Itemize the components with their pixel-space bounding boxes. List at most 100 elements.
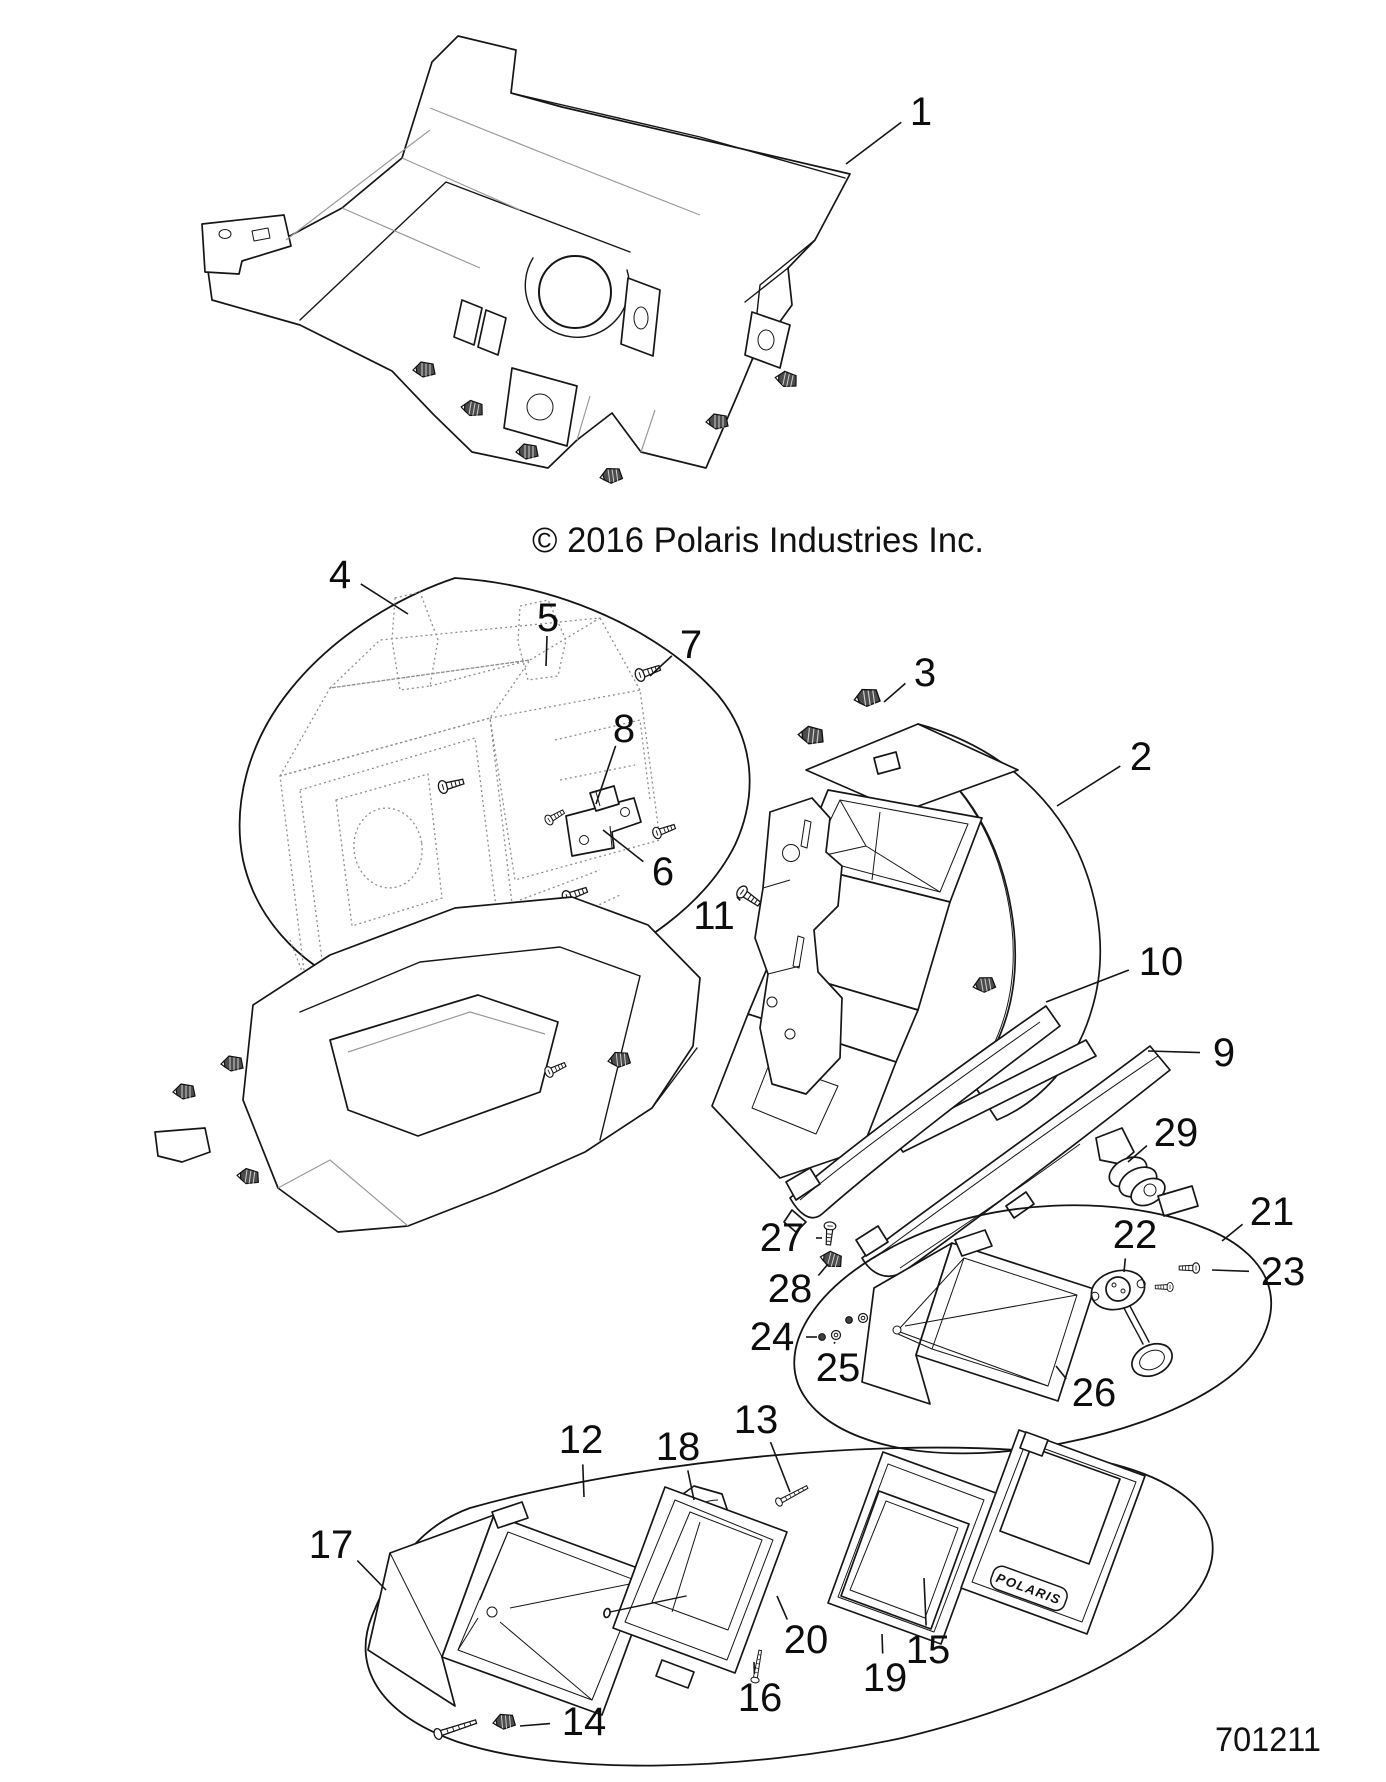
callout-number-3: 3 — [914, 651, 936, 695]
part-21-accessory-group — [793, 1204, 1272, 1455]
copyright-text: © 2016 Polaris Industries Inc. — [532, 521, 984, 560]
screw-27 — [821, 1220, 837, 1246]
leader-line-29 — [1127, 1145, 1148, 1163]
leader-line-20 — [776, 1595, 789, 1620]
screw-14-long — [432, 1715, 479, 1742]
callout-number-10: 10 — [1139, 940, 1184, 984]
leader-line-26 — [1055, 1365, 1067, 1380]
callout-number-18: 18 — [656, 1425, 701, 1469]
clip-28 — [817, 1248, 845, 1270]
callout-number-12: 12 — [559, 1418, 604, 1462]
polaris-gauge-cover-drawing: POLARIS — [960, 1429, 1146, 1635]
part-1-upper-dash-panel-drawing — [201, 35, 851, 469]
screw-11 — [733, 883, 764, 911]
leader-line-2 — [1056, 765, 1121, 807]
callout-number-15: 15 — [906, 1628, 951, 1672]
leader-line-17 — [356, 1559, 387, 1591]
callout-8: 8 — [595, 707, 635, 805]
callout-21: 21 — [1221, 1190, 1295, 1242]
part-20-gauge-mount-frame-drawing — [603, 1486, 788, 1689]
callout-number-1: 1 — [910, 90, 932, 134]
callout-number-4: 4 — [329, 553, 351, 597]
leader-line-7 — [649, 655, 673, 677]
leader-line-19 — [881, 1633, 884, 1654]
callout-10: 10 — [1045, 940, 1184, 1003]
gauge-display-group: POLARIS — [364, 1429, 1214, 1767]
callout-29: 29 — [1127, 1111, 1199, 1163]
leader-line-3 — [883, 682, 906, 703]
callout-number-25: 25 — [816, 1346, 861, 1390]
screw-23 — [1178, 1262, 1201, 1274]
callout-11: 11 — [693, 894, 741, 938]
callout-12: 12 — [559, 1418, 604, 1498]
part-8-clip-bracket — [589, 785, 620, 812]
callout-number-27: 27 — [760, 1216, 805, 1260]
callout-number-29: 29 — [1154, 1111, 1199, 1155]
callout-6: 6 — [602, 829, 674, 894]
leader-line-21 — [1221, 1223, 1244, 1242]
leader-line-22 — [1123, 1258, 1127, 1273]
callout-number-19: 19 — [863, 1656, 908, 1700]
part-29-latch-drawing — [1095, 1127, 1199, 1217]
callout-number-26: 26 — [1072, 1371, 1117, 1415]
callout-number-28: 28 — [768, 1267, 813, 1311]
grouping-bubble-21 — [793, 1204, 1272, 1455]
leader-line-15 — [923, 1577, 927, 1626]
leader-line-13 — [769, 1441, 791, 1493]
callout-number-8: 8 — [613, 707, 635, 751]
callout-4: 4 — [329, 553, 409, 615]
callout-number-17: 17 — [309, 1523, 354, 1567]
callout-number-2: 2 — [1130, 735, 1152, 779]
leader-line-18 — [687, 1470, 695, 1501]
leader-line-14 — [519, 1722, 551, 1727]
leader-line-28 — [817, 1263, 829, 1277]
callout-3: 3 — [883, 651, 936, 703]
callout-number-11: 11 — [693, 894, 735, 938]
diagram-number: 701211 — [1215, 1721, 1321, 1759]
callout-number-14: 14 — [562, 1700, 607, 1744]
screw-7 — [632, 661, 663, 684]
callout-number-20: 20 — [784, 1618, 829, 1662]
callout-number-23: 23 — [1261, 1250, 1306, 1294]
callout-number-5: 5 — [537, 596, 559, 640]
part-10-glovebox-inner-panel-drawing — [783, 1005, 1061, 1233]
callout-27: 27 — [760, 1216, 822, 1260]
callout-number-21: 21 — [1250, 1190, 1295, 1234]
callout-28: 28 — [768, 1263, 829, 1311]
callout-9: 9 — [1147, 1031, 1235, 1075]
leader-line-23 — [1211, 1269, 1250, 1273]
callout-24: 24 — [750, 1315, 817, 1359]
callout-16: 16 — [738, 1661, 782, 1720]
callout-number-6: 6 — [652, 850, 674, 894]
grouping-bubble-bottom — [364, 1446, 1214, 1767]
screw-13 — [773, 1482, 810, 1508]
callout-5: 5 — [537, 596, 559, 667]
callout-number-9: 9 — [1213, 1031, 1235, 1075]
callout-7: 7 — [649, 623, 702, 677]
part-26-storage-bin-drawing — [861, 1229, 1095, 1405]
callout-20: 20 — [776, 1595, 829, 1662]
callout-2: 2 — [1056, 735, 1152, 807]
callout-number-13: 13 — [734, 1398, 779, 1442]
column-bracket — [754, 797, 843, 1095]
callout-18: 18 — [656, 1425, 701, 1501]
callout-25: 25 — [816, 1341, 861, 1390]
leader-line-1 — [845, 121, 902, 165]
gauge-hole — [538, 255, 612, 329]
push-clips-3 — [796, 686, 882, 746]
leader-line-10 — [1045, 969, 1130, 1003]
callout-13: 13 — [734, 1398, 791, 1493]
part-22-power-outlet-drawing — [1090, 1269, 1173, 1378]
leader-line-8 — [595, 745, 617, 805]
callout-14: 14 — [519, 1700, 607, 1744]
callout-number-7: 7 — [680, 623, 702, 667]
leader-line-4 — [360, 583, 409, 615]
callout-number-24: 24 — [750, 1315, 795, 1359]
leader-line-9 — [1147, 1050, 1201, 1054]
callout-26: 26 — [1055, 1365, 1117, 1415]
leader-line-25 — [833, 1341, 836, 1345]
lower-dash-panel-drawing — [154, 896, 701, 1233]
